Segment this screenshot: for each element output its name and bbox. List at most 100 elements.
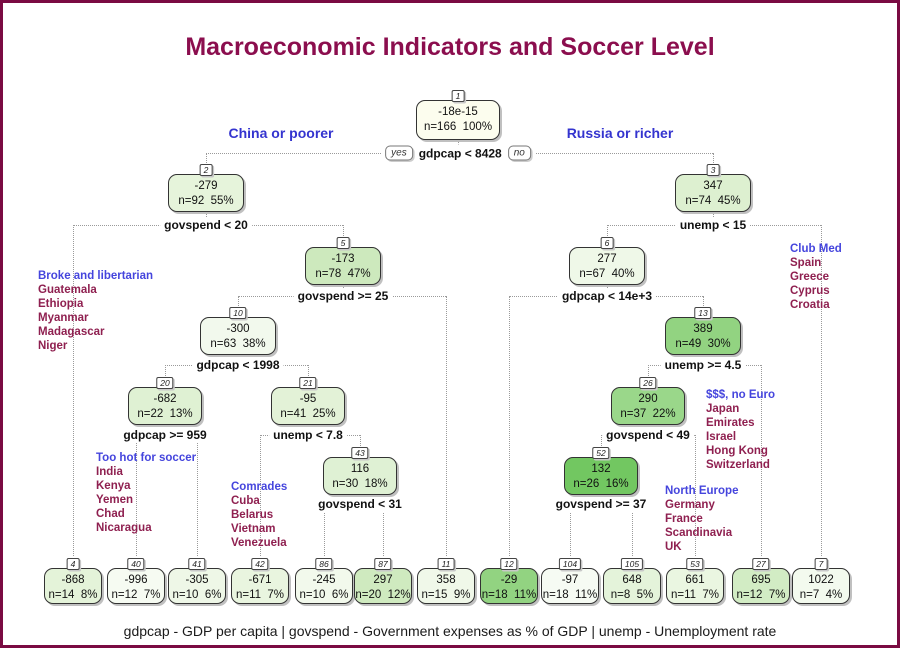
annotation-country: Vietnam bbox=[231, 523, 276, 535]
node-id-tag: 11 bbox=[437, 558, 455, 570]
node-id-tag: 13 bbox=[694, 307, 712, 319]
annotation-country: Cyprus bbox=[790, 285, 830, 297]
branch-line bbox=[570, 504, 571, 556]
annotation-country: Hong Kong bbox=[706, 445, 768, 457]
node-value: -97 bbox=[561, 574, 579, 586]
annotation-country: Japan bbox=[706, 403, 740, 415]
yes-branch-tag: yes bbox=[385, 145, 413, 161]
node-value: -95 bbox=[299, 393, 317, 405]
node-value: -996 bbox=[124, 574, 148, 586]
annotation-country: Belarus bbox=[231, 509, 274, 521]
branch-header: Russia or richer bbox=[566, 125, 674, 141]
annotation-country: Kenya bbox=[96, 480, 131, 492]
node-count-percent: n=78 47% bbox=[315, 268, 371, 280]
branch-header: China or poorer bbox=[228, 125, 334, 141]
node-value: 648 bbox=[622, 574, 642, 586]
branch-line bbox=[446, 296, 447, 556]
node-value: 290 bbox=[638, 393, 658, 405]
node-value: -245 bbox=[312, 574, 336, 586]
node-value: 1022 bbox=[808, 574, 834, 586]
split-condition-text: gdpcap >= 959 bbox=[123, 428, 207, 442]
node-value: 132 bbox=[591, 463, 611, 475]
annotation-country: Yemen bbox=[96, 494, 134, 506]
split-label: gdpcap < 1998 bbox=[192, 357, 284, 373]
node-id-tag: 87 bbox=[374, 558, 392, 570]
node-id-tag: 6 bbox=[600, 237, 614, 249]
node-value: -671 bbox=[248, 574, 272, 586]
node-count-percent: n=12 7% bbox=[111, 589, 161, 601]
node-count-percent: n=22 13% bbox=[137, 408, 193, 420]
node-value: -305 bbox=[185, 574, 209, 586]
node-id-tag: 26 bbox=[639, 377, 657, 389]
split-condition-text: govspend < 20 bbox=[164, 218, 248, 232]
branch-line bbox=[703, 296, 704, 308]
annotation-title: Club Med bbox=[790, 243, 842, 255]
branch-line bbox=[238, 296, 239, 308]
branch-line bbox=[601, 435, 602, 448]
node-value: -29 bbox=[500, 574, 518, 586]
annotation-country: Guatemala bbox=[38, 284, 97, 296]
annotation-country: UK bbox=[665, 541, 682, 553]
node-id-tag: 21 bbox=[299, 377, 317, 389]
node-count-percent: n=67 40% bbox=[579, 268, 635, 280]
node-id-tag: 41 bbox=[188, 558, 206, 570]
node-id-tag: 3 bbox=[706, 164, 720, 176]
node-count-percent: n=15 9% bbox=[421, 589, 471, 601]
split-label: gdpcap < 14e+3 bbox=[557, 288, 657, 304]
split-condition-text: govspend < 49 bbox=[606, 428, 690, 442]
annotation-country: Madagascar bbox=[38, 326, 105, 338]
node-count-percent: n=166 100% bbox=[423, 121, 493, 133]
node-count-percent: n=26 16% bbox=[573, 478, 629, 490]
node-id-tag: 104 bbox=[558, 558, 582, 570]
split-label: govspend < 49 bbox=[602, 427, 694, 443]
branch-line bbox=[308, 365, 309, 378]
split-condition-text: govspend >= 37 bbox=[555, 497, 647, 511]
branch-line bbox=[260, 435, 261, 556]
split-condition-text: unemp < 7.8 bbox=[273, 428, 343, 442]
legend-caption: gdpcap - GDP per capita | govspend - Gov… bbox=[123, 623, 777, 639]
node-value: 297 bbox=[373, 574, 393, 586]
annotation-title: Broke and libertarian bbox=[38, 270, 154, 282]
branch-line bbox=[607, 225, 608, 238]
annotation-country: Cuba bbox=[231, 495, 260, 507]
annotation-title: Too hot for soccer bbox=[96, 452, 197, 464]
node-id-tag: 5 bbox=[336, 237, 350, 249]
node-value: -18e-15 bbox=[438, 106, 478, 118]
annotation-title: $$$, no Euro bbox=[706, 389, 776, 401]
node-value: 116 bbox=[350, 463, 370, 475]
node-value: -682 bbox=[153, 393, 177, 405]
node-count-percent: n=14 8% bbox=[48, 589, 98, 601]
annotation-country: Myanmar bbox=[38, 312, 89, 324]
branch-line bbox=[136, 435, 137, 556]
branch-line bbox=[343, 225, 344, 238]
node-value: 358 bbox=[436, 574, 456, 586]
node-count-percent: n=92 55% bbox=[178, 195, 234, 207]
annotation-country: Nicaragua bbox=[96, 522, 152, 534]
split-label: gdpcap >= 959 bbox=[119, 427, 211, 443]
split-label: unemp < 7.8 bbox=[269, 427, 347, 443]
node-value: 389 bbox=[693, 323, 713, 335]
node-count-percent: n=7 4% bbox=[799, 589, 843, 601]
branch-line bbox=[761, 365, 762, 556]
annotation-country: Israel bbox=[706, 431, 737, 443]
split-label: unemp < 15 bbox=[675, 217, 751, 233]
node-id-tag: 53 bbox=[686, 558, 704, 570]
node-count-percent: n=10 6% bbox=[172, 589, 222, 601]
branch-line bbox=[165, 365, 166, 378]
